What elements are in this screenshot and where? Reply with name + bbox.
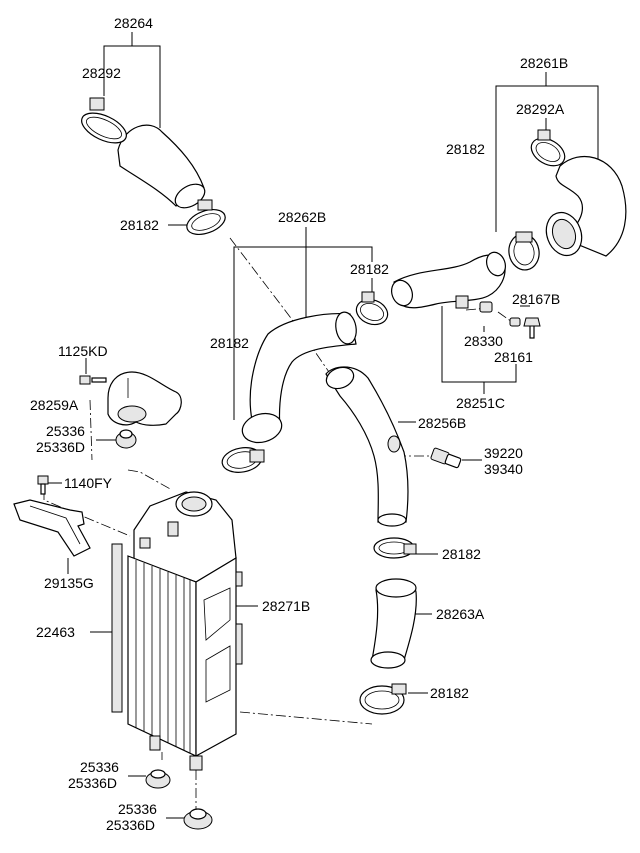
label-25336-bottom-1: 25336 xyxy=(80,759,119,775)
label-25336-top: 25336 xyxy=(46,423,85,439)
label-28256B: 28256B xyxy=(418,415,466,431)
clamp-28182-right-1 xyxy=(373,537,417,559)
label-28264: 28264 xyxy=(114,15,153,31)
clamp-28182-right-2 xyxy=(359,683,407,715)
bracket-28259A xyxy=(107,371,182,426)
seal-22463 xyxy=(111,543,123,713)
clamp-28182-mid-center xyxy=(355,291,389,326)
intercooler-fins xyxy=(135,560,191,753)
grommet-25336-bottom-2 xyxy=(183,808,213,830)
label-28292: 28292 xyxy=(82,65,121,81)
hose-28263A xyxy=(370,578,417,669)
bolt-1140FY xyxy=(37,475,49,495)
clamp-28182-top-right xyxy=(508,231,540,271)
clamp-28292A xyxy=(530,129,566,167)
label-28182-right-2: 28182 xyxy=(430,685,469,701)
label-25336-bottom-2: 25336 xyxy=(118,801,157,817)
bolt-1125KD xyxy=(79,375,107,385)
label-28330: 28330 xyxy=(464,333,503,349)
hose-28256B xyxy=(325,366,409,527)
hose-28261B xyxy=(545,156,627,257)
clamp-28262B-lower xyxy=(221,447,265,473)
label-28182-top-left: 28182 xyxy=(120,217,159,233)
label-28263A: 28263A xyxy=(436,606,485,622)
label-1125KD: 1125KD xyxy=(58,343,108,359)
label-28271B: 28271B xyxy=(262,598,310,614)
hose-28262B xyxy=(241,311,357,444)
clamp-28292 xyxy=(81,97,127,144)
intercooler-28271B xyxy=(127,491,243,771)
pipe-28251C xyxy=(391,251,507,309)
part-labels: 28264 28292 28182 28261B 28292A 28182 28… xyxy=(30,15,568,833)
air-guide-29135G xyxy=(13,499,91,557)
sensor-parts-28330-28161-28167B xyxy=(479,301,541,339)
label-39220: 39220 xyxy=(484,445,523,461)
label-28182-top-right: 28182 xyxy=(446,141,485,157)
grommet-25336-top xyxy=(115,429,137,449)
label-28251C: 28251C xyxy=(456,395,505,411)
grommet-25336-bottom-1 xyxy=(145,769,171,789)
label-28167B: 28167B xyxy=(512,291,560,307)
label-28161: 28161 xyxy=(494,349,533,365)
hose-28264 xyxy=(117,124,206,209)
label-25336D-bottom-1: 25336D xyxy=(68,775,117,791)
label-39340: 39340 xyxy=(484,461,523,477)
label-28182-mid-left: 28182 xyxy=(210,335,249,351)
label-28261B: 28261B xyxy=(520,55,568,71)
label-28292A: 28292A xyxy=(516,101,565,117)
sensor-39220 xyxy=(430,447,462,469)
label-1140FY: 1140FY xyxy=(64,475,113,491)
label-22463: 22463 xyxy=(36,624,75,640)
label-29135G: 29135G xyxy=(44,575,94,591)
label-28259A: 28259A xyxy=(30,397,79,413)
label-28262B: 28262B xyxy=(278,209,326,225)
label-25336D-bottom-2: 25336D xyxy=(106,817,155,833)
label-25336D-top: 25336D xyxy=(36,439,85,455)
label-28182-right-1: 28182 xyxy=(442,546,481,562)
clamp-28182-top-left xyxy=(186,199,226,235)
leader-lines xyxy=(46,32,599,819)
label-28182-mid-center: 28182 xyxy=(350,261,389,277)
